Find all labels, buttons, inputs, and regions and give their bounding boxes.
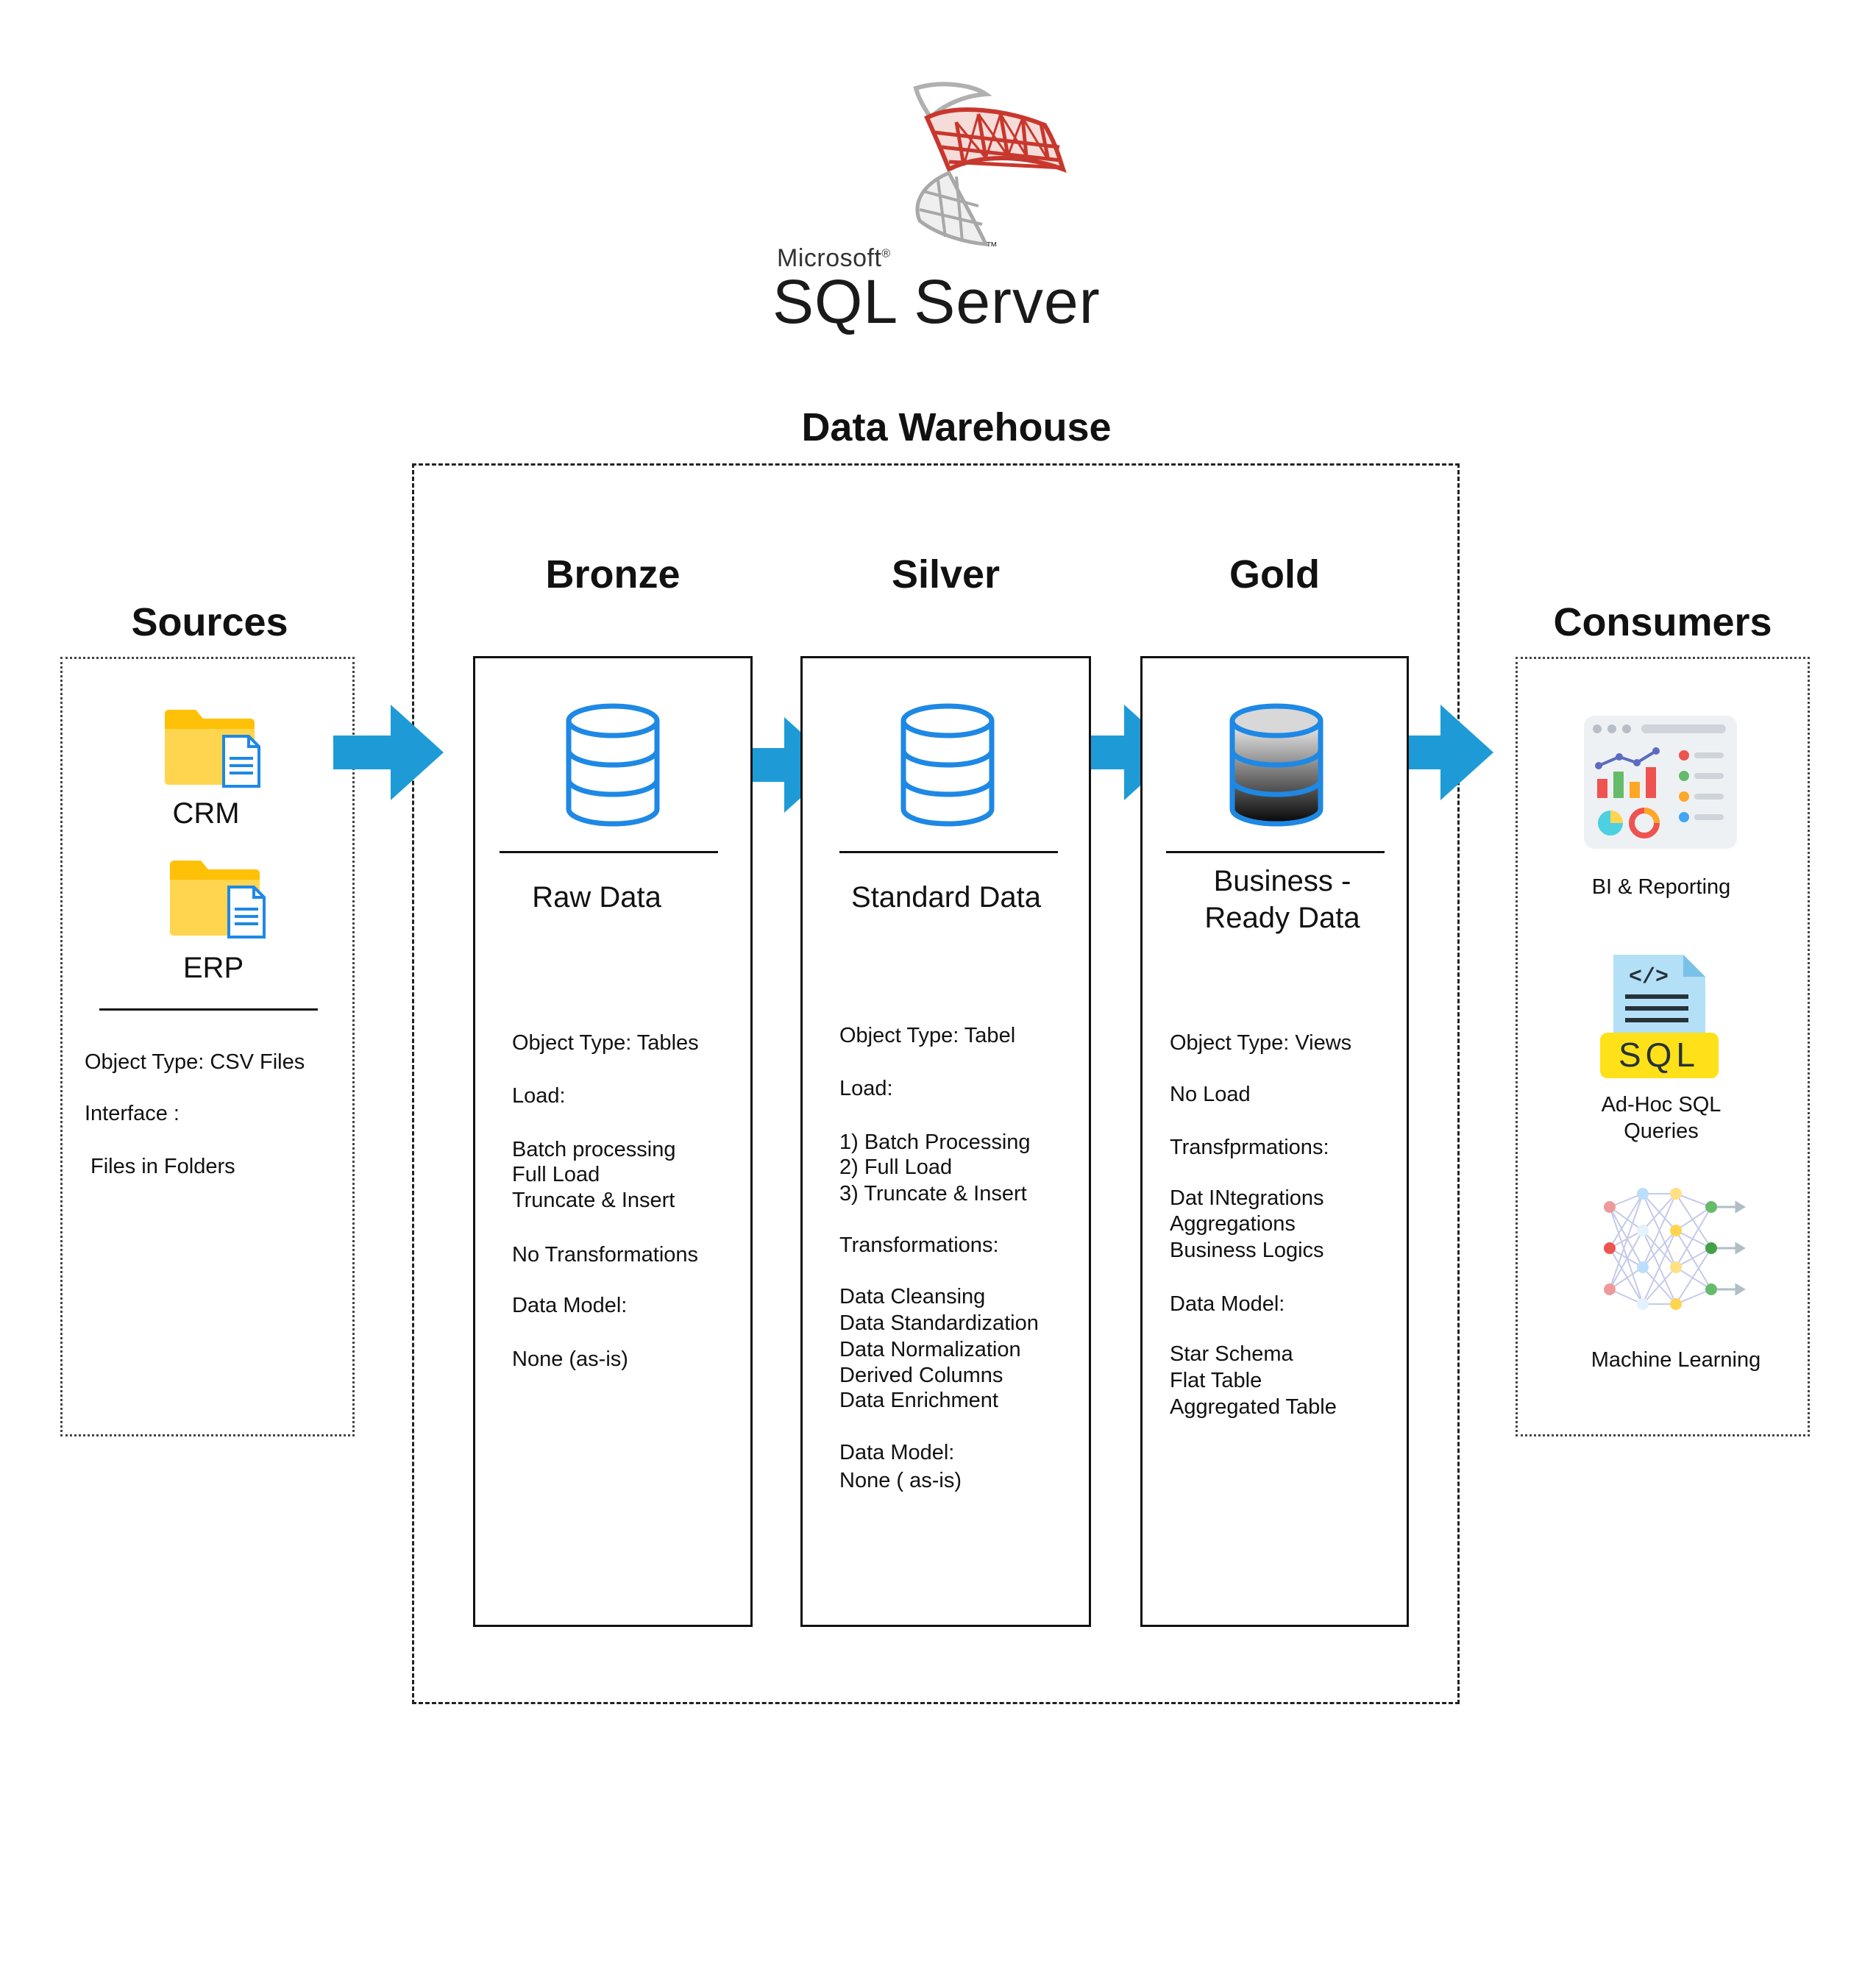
gold-layer-box: Business - Ready Data Object Type: Views… (1140, 656, 1409, 1627)
sql-file-icon: </> SQL (1600, 955, 1719, 1078)
sources-object-type: Object Type: CSV Files (85, 1050, 305, 1074)
source-item-erp: ERP (182, 952, 244, 984)
silver-layer-box: Standard Data Object Type: Tabel Load: 1… (800, 656, 1091, 1627)
silver-divider (839, 851, 1058, 853)
silver-transformations-label: Transformations: (839, 1233, 999, 1257)
gold-object-type: Object Type: Views (1170, 1031, 1352, 1055)
bronze-subtitle: Raw Data (532, 881, 661, 914)
sources-interface-label: Interface : (85, 1102, 180, 1125)
sql-badge-text: SQL (1619, 1036, 1699, 1074)
silver-object-type: Object Type: Tabel (839, 1024, 1016, 1047)
gold-subtitle-line2: Ready Data (1204, 902, 1360, 934)
silver-load-full: 2) Full Load (839, 1155, 953, 1179)
sql-server-wordmark: SQL Server (772, 267, 1101, 336)
gold-data-model-label: Data Model: (1170, 1292, 1285, 1316)
silver-load-batch: 1) Batch Processing (839, 1130, 1031, 1154)
source-item-crm: CRM (172, 797, 240, 830)
bronze-layer-box: Raw Data Object Type: Tables Load: Batch… (473, 656, 753, 1627)
gold-model-star-schema: Star Schema (1170, 1342, 1293, 1366)
sql-server-logo: ™ Microsoft® SQL Server (765, 74, 1118, 338)
flow-arrow-sources-bronze (333, 705, 444, 800)
sources-divider (99, 1008, 318, 1011)
silver-transform-derived: Derived Columns (839, 1364, 1003, 1387)
gold-load: No Load (1170, 1083, 1251, 1106)
sources-interface-value: Files in Folders (90, 1155, 235, 1178)
silver-load-label: Load: (839, 1077, 893, 1100)
silver-database-icon (900, 703, 995, 827)
silver-load-truncate: 3) Truncate & Insert (839, 1182, 1027, 1206)
bronze-transformations: No Transformations (512, 1243, 699, 1267)
bronze-divider (500, 851, 718, 853)
registered-mark: ® (881, 247, 891, 260)
gold-model-flat-table: Flat Table (1170, 1369, 1262, 1392)
silver-data-model-label: Data Model: (839, 1441, 955, 1464)
erp-folder-icon (170, 861, 266, 939)
gold-divider (1166, 851, 1385, 853)
silver-transform-cleansing: Data Cleansing (839, 1285, 986, 1308)
crm-folder-icon (165, 710, 260, 788)
gold-transform-business-logics: Business Logics (1170, 1239, 1324, 1262)
bronze-load-batch: Batch processing (512, 1138, 676, 1161)
silver-transform-standardization: Data Standardization (839, 1311, 1039, 1335)
gold-transformations-label: Transfprmations: (1170, 1136, 1329, 1159)
data-warehouse-title: Data Warehouse (801, 405, 1112, 449)
silver-transform-enrichment: Data Enrichment (839, 1389, 998, 1412)
consumer-adhoc-sql-label-line2: Queries (1624, 1119, 1699, 1143)
tm-mark: ™ (986, 241, 998, 250)
bronze-object-type: Object Type: Tables (512, 1031, 699, 1055)
sources-panel: CRM ERP Object Type: CSV Files Interface… (60, 657, 355, 1436)
microsoft-wordmark: Microsoft® (777, 244, 891, 272)
bi-dashboard-icon (1584, 716, 1737, 849)
neural-network-icon (1604, 1188, 1746, 1310)
bronze-data-model-label: Data Model: (512, 1294, 628, 1317)
gold-transform-integrations: Dat INtegrations (1170, 1186, 1324, 1210)
flow-arrow-gold-consumers (1383, 705, 1493, 800)
consumer-bi-reporting-label: BI & Reporting (1591, 875, 1731, 899)
consumer-adhoc-sql-label-line1: Ad-Hoc SQL (1601, 1093, 1722, 1117)
bronze-load-full: Full Load (512, 1163, 600, 1186)
bronze-database-icon (566, 703, 660, 827)
data-warehouse-container (412, 463, 1460, 1704)
sources-title: Sources (131, 600, 288, 644)
gold-transform-aggregations: Aggregations (1170, 1212, 1296, 1236)
gold-title: Gold (1229, 552, 1320, 597)
sql-code-glyph: </> (1629, 965, 1669, 990)
silver-data-model-value: None ( as-is) (839, 1469, 962, 1492)
bronze-load-label: Load: (512, 1084, 566, 1108)
silver-subtitle: Standard Data (851, 881, 1041, 914)
consumers-panel: BI & Reporting </> SQL Ad-Hoc SQL Querie… (1516, 657, 1810, 1436)
consumers-title: Consumers (1553, 600, 1772, 644)
gold-subtitle-line1: Business - (1213, 865, 1351, 897)
silver-title: Silver (891, 552, 1001, 597)
gold-database-icon (1229, 703, 1323, 827)
bronze-title: Bronze (545, 552, 681, 597)
bronze-data-model-value: None (as-is) (512, 1347, 628, 1371)
bronze-load-truncate: Truncate & Insert (512, 1189, 675, 1212)
gold-model-aggregated-table: Aggregated Table (1170, 1395, 1337, 1419)
consumer-machine-learning-label: Machine Learning (1591, 1348, 1761, 1372)
sql-server-swoosh-icon: ™ (913, 82, 1067, 250)
silver-transform-normalization: Data Normalization (839, 1338, 1021, 1361)
